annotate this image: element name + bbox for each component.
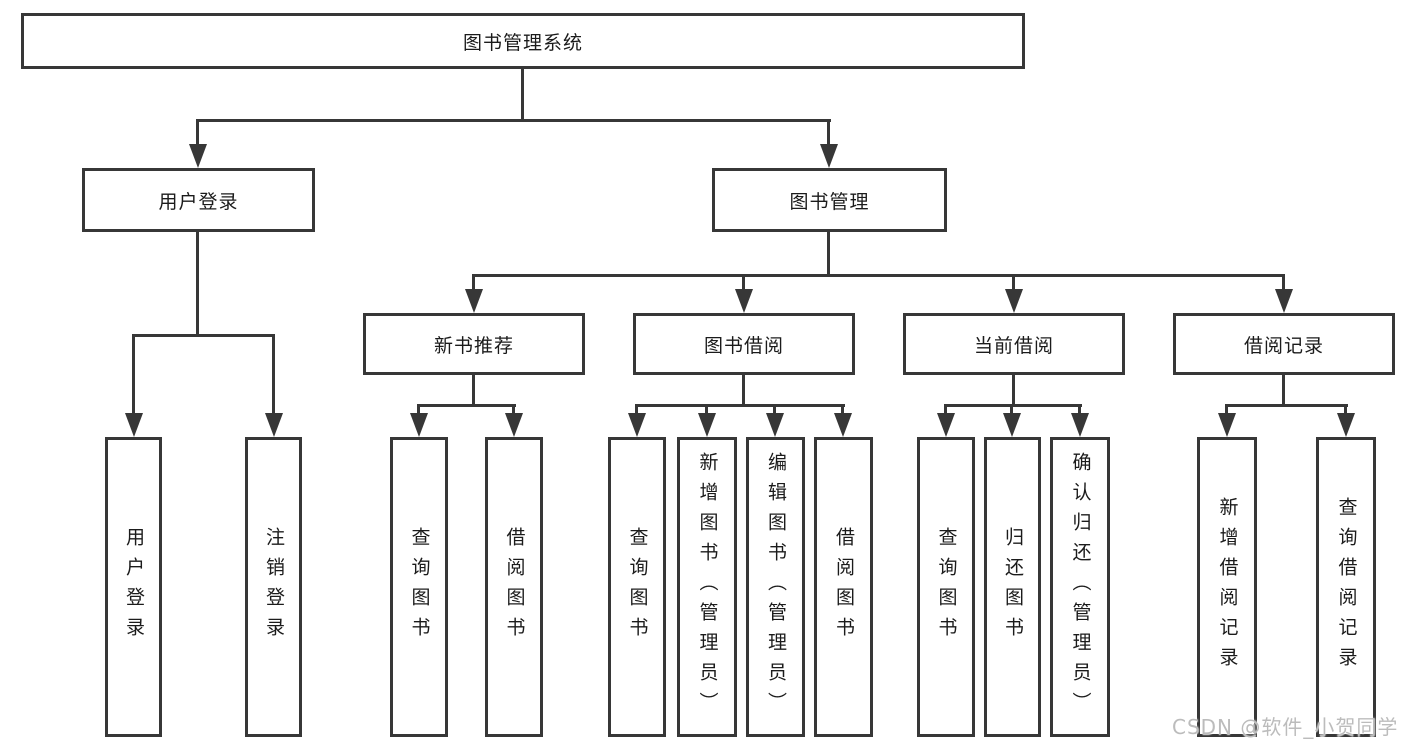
arrowhead-icon xyxy=(766,413,784,437)
node-label: 图书管理 xyxy=(789,190,870,213)
connector-line xyxy=(1344,404,1347,415)
arrowhead-icon xyxy=(1005,289,1023,313)
connector-line xyxy=(472,274,475,292)
leaf-br-query-record: 查询借阅记录 xyxy=(1316,437,1376,737)
leaf-label: 借阅图书 xyxy=(833,527,855,647)
arrowhead-icon xyxy=(1218,413,1236,437)
connector-line xyxy=(635,404,845,407)
connector-line xyxy=(1225,404,1348,407)
leaf-bb-edit-books-admin: 编辑图书（管理员） xyxy=(746,437,805,737)
arrowhead-icon xyxy=(1275,289,1293,313)
arrowhead-icon xyxy=(698,413,716,437)
connector-line xyxy=(417,404,420,415)
leaf-cb-query-books: 查询图书 xyxy=(917,437,975,737)
arrowhead-icon xyxy=(834,413,852,437)
node-user-login: 用户登录 xyxy=(82,168,315,232)
leaf-bb-add-books-admin: 新增图书（管理员） xyxy=(677,437,737,737)
node-label: 借阅记录 xyxy=(1243,334,1324,357)
arrowhead-icon xyxy=(735,289,753,313)
connector-line xyxy=(1012,375,1015,407)
arrowhead-icon xyxy=(1003,413,1021,437)
arrowhead-icon xyxy=(505,413,523,437)
leaf-logout-login: 注销登录 xyxy=(245,437,302,737)
leaf-label: 归还图书 xyxy=(1002,527,1024,647)
connector-line xyxy=(521,69,524,122)
leaf-nb-query-books: 查询图书 xyxy=(390,437,448,737)
leaf-label: 查询借阅记录 xyxy=(1335,497,1358,677)
arrowhead-icon xyxy=(1337,413,1355,437)
leaf-cb-confirm-return-admin: 确认归还（管理员） xyxy=(1050,437,1110,737)
leaf-label: 新增借阅记录 xyxy=(1216,497,1239,677)
arrowhead-icon xyxy=(937,413,955,437)
connector-line xyxy=(1010,404,1013,415)
connector-line xyxy=(742,274,745,292)
arrowhead-icon xyxy=(465,289,483,313)
leaf-bb-borrow-books: 借阅图书 xyxy=(814,437,873,737)
connector-line xyxy=(944,404,947,415)
connector-line xyxy=(1282,375,1285,407)
connector-line xyxy=(1078,404,1081,415)
leaf-label: 新增图书（管理员） xyxy=(696,452,719,722)
arrowhead-icon xyxy=(628,413,646,437)
node-book-borrowing: 图书借阅 xyxy=(633,313,855,375)
connector-line xyxy=(944,404,1082,407)
connector-line xyxy=(512,404,515,415)
node-label: 新书推荐 xyxy=(433,334,514,357)
connector-line xyxy=(705,404,708,415)
leaf-label: 用户登录 xyxy=(123,527,145,647)
arrowhead-icon xyxy=(125,413,143,437)
csdn-watermark: CSDN @软件_小贺同学 xyxy=(1172,715,1399,739)
arrowhead-icon xyxy=(820,144,838,168)
leaf-cb-return-books: 归还图书 xyxy=(984,437,1041,737)
leaf-label: 查询图书 xyxy=(626,527,649,647)
connector-line xyxy=(1282,274,1285,292)
leaf-label: 借阅图书 xyxy=(503,527,526,647)
arrowhead-icon xyxy=(189,144,207,168)
leaf-nb-borrow-books: 借阅图书 xyxy=(485,437,543,737)
node-label: 图书管理系统 xyxy=(462,31,583,54)
arrowhead-icon xyxy=(1071,413,1089,437)
leaf-label: 确认归还（管理员） xyxy=(1069,452,1092,722)
leaf-br-add-record: 新增借阅记录 xyxy=(1197,437,1257,737)
node-current-borrowing: 当前借阅 xyxy=(903,313,1125,375)
connector-line xyxy=(472,375,475,407)
leaf-label: 编辑图书（管理员） xyxy=(765,452,787,722)
connector-line xyxy=(742,375,745,407)
connector-line xyxy=(841,404,844,415)
connector-line xyxy=(197,119,831,122)
connector-line xyxy=(417,404,516,407)
connector-line xyxy=(773,404,776,415)
connector-line xyxy=(196,119,199,148)
arrowhead-icon xyxy=(410,413,428,437)
connector-line xyxy=(827,232,830,277)
connector-line xyxy=(196,232,199,337)
leaf-label: 注销登录 xyxy=(263,527,285,647)
node-label: 图书借阅 xyxy=(703,334,784,357)
connector-line xyxy=(272,334,275,415)
connector-line xyxy=(635,404,638,415)
node-book-management-system: 图书管理系统 xyxy=(21,13,1025,69)
node-new-book-recommend: 新书推荐 xyxy=(363,313,585,375)
connector-line xyxy=(1012,274,1015,292)
node-borrowing-records: 借阅记录 xyxy=(1173,313,1395,375)
leaf-label: 查询图书 xyxy=(935,527,958,647)
arrowhead-icon xyxy=(265,413,283,437)
node-label: 用户登录 xyxy=(158,190,239,213)
connector-line xyxy=(827,119,830,148)
node-label: 当前借阅 xyxy=(973,334,1054,357)
leaf-label: 查询图书 xyxy=(408,527,431,647)
connector-line xyxy=(132,334,275,337)
connector-line xyxy=(132,334,135,415)
node-book-management: 图书管理 xyxy=(712,168,947,232)
connector-line xyxy=(1225,404,1228,415)
connector-line xyxy=(472,274,1285,277)
leaf-user-login: 用户登录 xyxy=(105,437,162,737)
leaf-bb-query-books: 查询图书 xyxy=(608,437,666,737)
